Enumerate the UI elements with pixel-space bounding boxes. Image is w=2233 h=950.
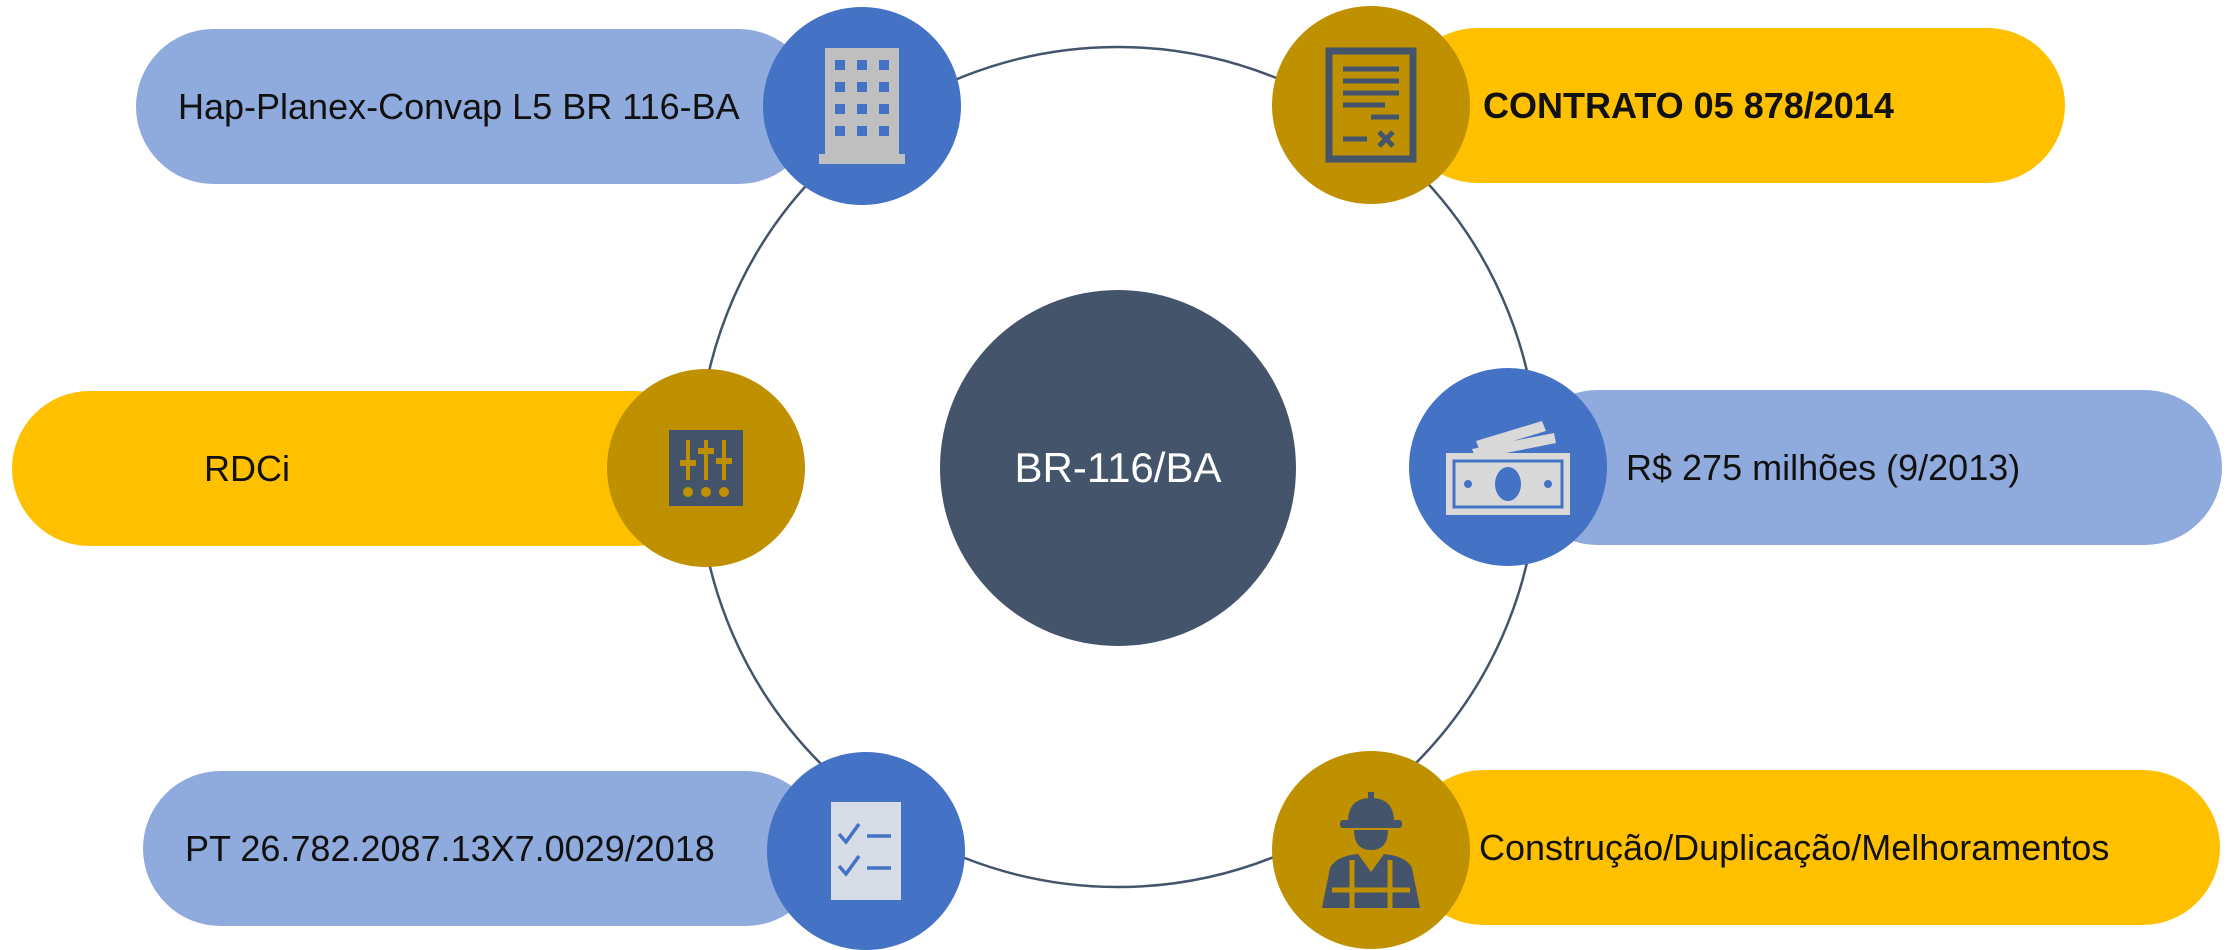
budget-label: PT 26.782.2087.13X7.0029/2018 — [185, 827, 715, 869]
value-label: R$ 275 milhões (9/2013) — [1626, 446, 2021, 488]
building-icon — [819, 48, 905, 164]
value-pill: R$ 275 milhões (9/2013) — [1520, 390, 2222, 545]
money-icon — [1446, 421, 1570, 515]
checklist-icon — [831, 802, 901, 900]
work-type-badge — [1272, 751, 1470, 949]
contractor-pill: Hap-Planex-Convap L5 BR 116-BA — [136, 29, 816, 184]
sliders-icon — [669, 430, 743, 506]
center-node: BR-116/BA — [940, 290, 1296, 646]
work-type-label: Construção/Duplicação/Melhoramentos — [1479, 826, 2110, 868]
contract-label: CONTRATO 05 878/2014 — [1483, 84, 1894, 126]
contract-badge — [1272, 6, 1470, 204]
contract-pill: CONTRATO 05 878/2014 — [1400, 28, 2065, 183]
budget-badge — [767, 752, 965, 950]
contract-document-icon — [1325, 47, 1417, 163]
contractor-badge — [763, 7, 961, 205]
contractor-label: Hap-Planex-Convap L5 BR 116-BA — [178, 85, 740, 127]
regime-badge — [607, 369, 805, 567]
work-type-pill: Construção/Duplicação/Melhoramentos — [1406, 770, 2220, 925]
construction-worker-icon — [1322, 792, 1420, 908]
regime-label: RDCi — [204, 447, 290, 489]
value-badge — [1409, 368, 1607, 566]
center-label: BR-116/BA — [1014, 444, 1222, 491]
regime-pill: RDCi — [12, 391, 712, 546]
budget-pill: PT 26.782.2087.13X7.0029/2018 — [143, 771, 823, 926]
